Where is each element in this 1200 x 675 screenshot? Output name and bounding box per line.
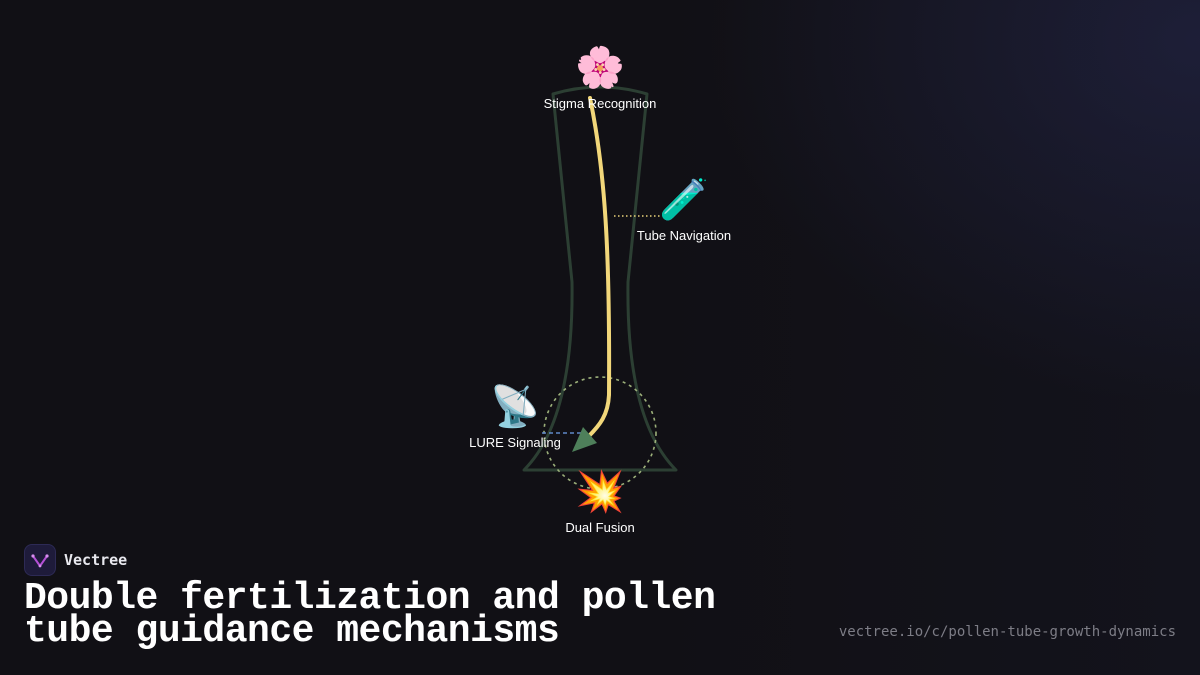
tube-navigation-label: Tube Navigation bbox=[636, 228, 732, 243]
collision-icon: 💥 bbox=[575, 469, 625, 515]
lure-signaling-label: LURE Signaling bbox=[469, 435, 561, 450]
stigma-recognition-label: Stigma Recognition bbox=[543, 96, 657, 111]
flower-icon: 🌸 bbox=[575, 45, 625, 91]
brand-name: Vectree bbox=[64, 551, 128, 569]
pollen-tube-arrowhead bbox=[572, 427, 597, 452]
satellite-antenna-icon: 📡 bbox=[490, 384, 540, 430]
source-url: vectree.io/c/pollen-tube-growth-dynamics bbox=[838, 624, 1176, 640]
page-title: Double fertilization and pollen tube gui… bbox=[24, 577, 716, 653]
test-tube-icon: 🧪 bbox=[659, 177, 709, 223]
pistil-outline bbox=[522, 85, 678, 472]
pollen-tube-path bbox=[586, 96, 612, 439]
tree-mark-icon bbox=[31, 554, 49, 568]
vectree-logo-icon bbox=[24, 544, 56, 576]
brand: Vectree bbox=[24, 544, 127, 576]
dual-fusion-label: Dual Fusion bbox=[565, 520, 635, 535]
